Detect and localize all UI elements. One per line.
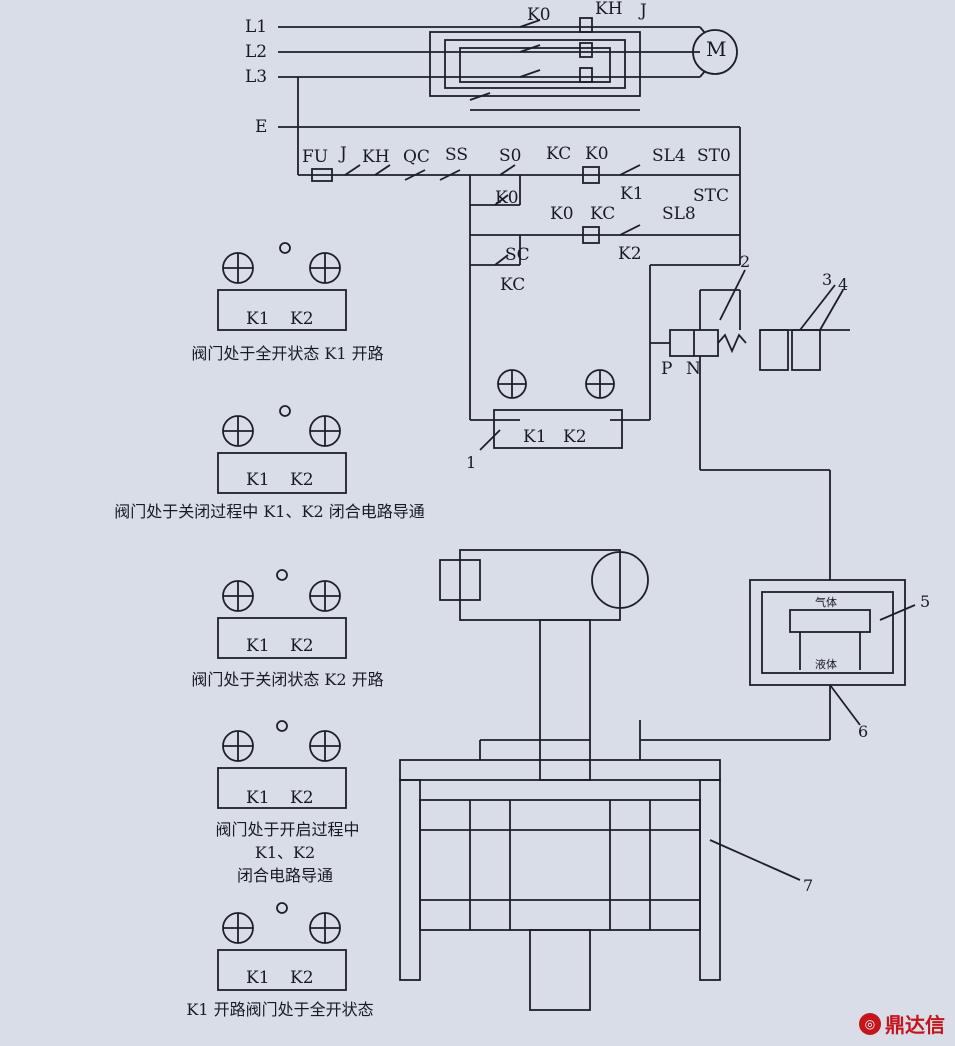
k2-label: K2 [618, 244, 642, 264]
panel4-k1: K1 [246, 788, 270, 808]
caption-full-open-k1: K1 开路阀门处于全开状态 [186, 1000, 374, 1019]
panel4-k2: K2 [290, 788, 314, 808]
caption-closed: 阀门处于关闭状态 K2 开路 [191, 670, 384, 689]
kc3-label: KC [500, 275, 526, 295]
panel5-k2: K2 [290, 968, 314, 988]
k0a-label: K0 [585, 144, 609, 164]
panel1-k1: K1 [246, 309, 270, 329]
tank-liquid-label: 液体 [815, 658, 837, 671]
caption-opening-conduct: 闭合电路导通 [236, 866, 333, 885]
sl8-label: SL8 [662, 204, 696, 224]
kh-label: KH [362, 147, 390, 167]
panel3-k2: K2 [290, 636, 314, 656]
callout-6: 6 [858, 722, 869, 741]
circuit-switch-k1: K1 [523, 427, 547, 447]
k0b-label: K0 [495, 188, 519, 208]
panel2-k1: K1 [246, 470, 270, 490]
caption-fully-open: 阀门处于全开状态 K1 开路 [191, 344, 384, 363]
fu-label: FU [302, 147, 329, 167]
line-l2-label: L2 [245, 42, 268, 62]
k0c-label: K0 [550, 204, 574, 224]
line-l3-label: L3 [245, 67, 268, 87]
brand-text: 鼎达信 [885, 1013, 945, 1037]
sc-label: SC [505, 245, 530, 265]
qc-label: QC [403, 147, 430, 167]
sl4-label: SL4 [652, 146, 686, 166]
line-e-label: E [255, 117, 268, 137]
pneumatic-p-label: P [661, 359, 673, 379]
callout-1: 1 [466, 453, 477, 472]
panel2-k2: K2 [290, 470, 314, 490]
stc-label: STC [693, 186, 729, 206]
motor-symbol: M [706, 37, 727, 61]
caption-opening: 阀门处于开启过程中 [215, 820, 360, 839]
line-l1-label: L1 [245, 17, 268, 37]
brand-logo-icon: ◎ [859, 1012, 881, 1035]
k0-top-label: K0 [527, 5, 551, 25]
panel3-k1: K1 [246, 636, 270, 656]
ss-label: SS [445, 145, 468, 165]
brand-watermark: ◎ 鼎达信 [859, 1009, 945, 1038]
k1-label: K1 [620, 184, 644, 204]
panel1-k2: K2 [290, 309, 314, 329]
callout-4: 4 [838, 275, 849, 294]
callout-5: 5 [920, 592, 931, 611]
callout-3: 3 [822, 270, 833, 289]
kc1-label: KC [546, 144, 572, 164]
callout-2: 2 [740, 252, 751, 271]
pneumatic-n-label: N [686, 359, 701, 379]
j-top-label: J [640, 1, 647, 21]
tank-gas-label: 气体 [815, 596, 837, 609]
panel5-k1: K1 [246, 968, 270, 988]
caption-closing: 阀门处于关闭过程中 K1、K2 闭合电路导通 [114, 502, 425, 521]
j-label: J [340, 144, 347, 164]
s0-label: S0 [499, 146, 522, 166]
caption-opening-k1k2: K1、K2 [254, 843, 316, 862]
callout-7: 7 [803, 876, 814, 895]
circuit-switch-k2: K2 [563, 427, 587, 447]
kc2-label: KC [590, 204, 616, 224]
kh-top-label: KH [595, 0, 623, 19]
st0-label: ST0 [697, 146, 731, 166]
